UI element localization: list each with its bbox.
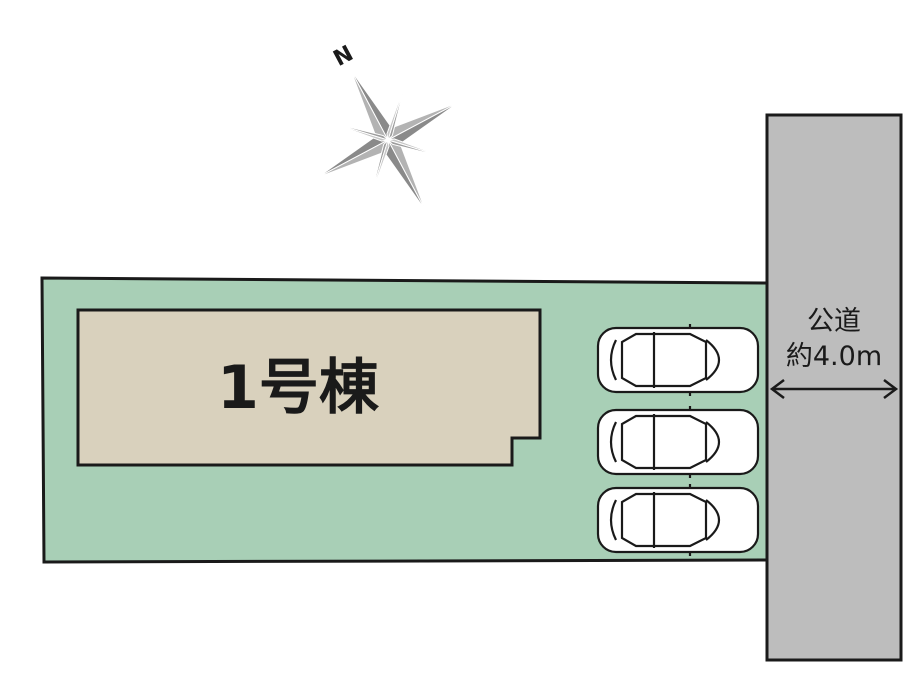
road-name-label: 公道 xyxy=(807,306,861,337)
road-width-label: 約4.0m xyxy=(786,341,882,372)
road xyxy=(765,113,903,662)
compass-rose-icon: N xyxy=(317,41,459,211)
building-footprint xyxy=(76,308,542,467)
car-2 xyxy=(596,406,760,478)
car-1 xyxy=(596,324,760,396)
road-width-dimension-arrow xyxy=(769,379,899,399)
compass-north-label: N xyxy=(330,41,358,72)
car-3 xyxy=(596,484,760,556)
building-label: 1号棟 xyxy=(217,353,380,423)
